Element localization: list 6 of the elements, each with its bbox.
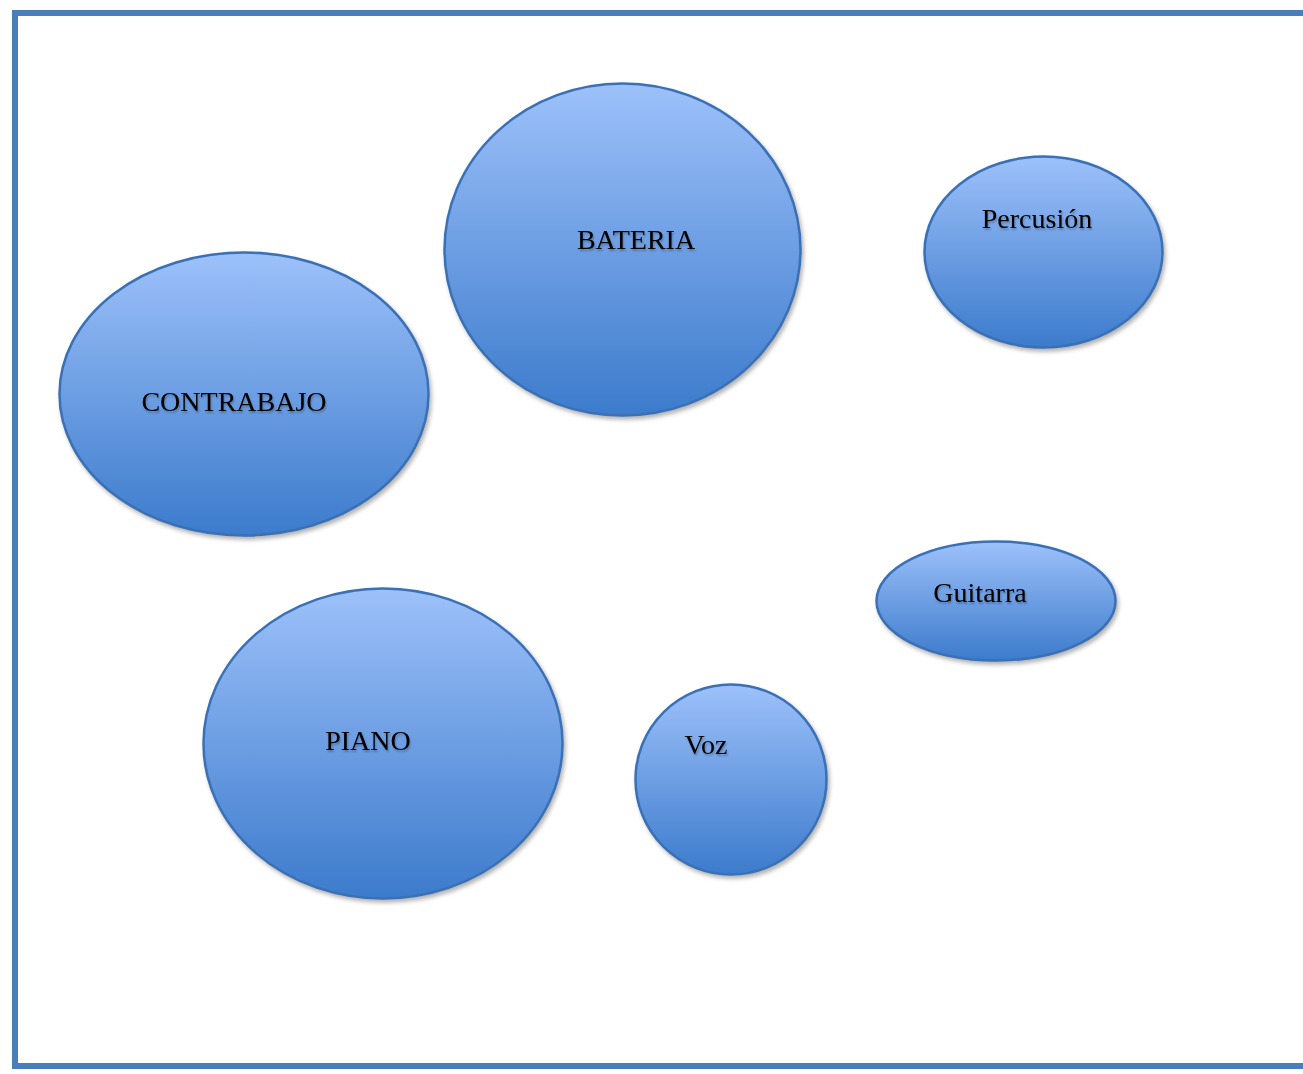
instrument-label: CONTRABAJO — [141, 386, 327, 418]
instrument-label: Percusión — [981, 203, 1093, 235]
instrument-label: PIANO — [325, 725, 411, 757]
instrument-label: Guitarra — [933, 577, 1027, 609]
instrument-label: Voz — [684, 729, 728, 761]
instrument-label: BATERIA — [576, 224, 696, 256]
